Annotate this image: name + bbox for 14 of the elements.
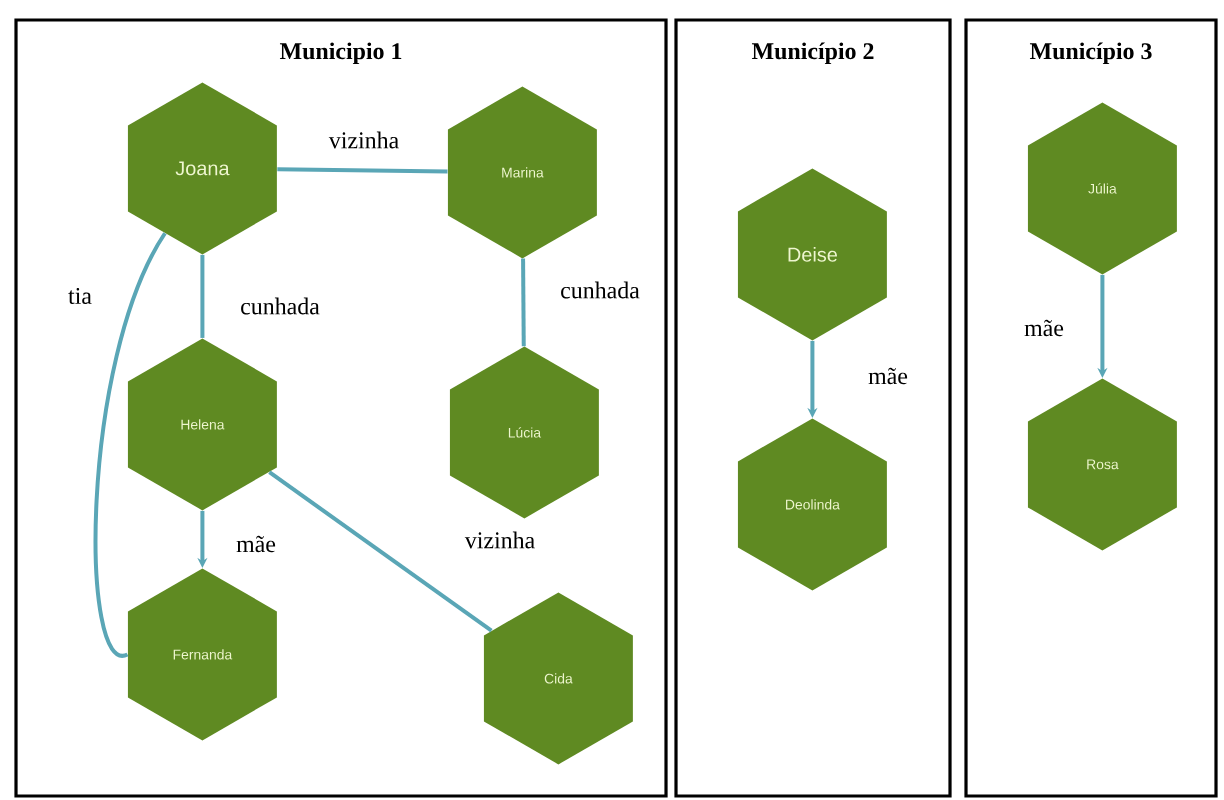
edge-label: cunhada bbox=[238, 295, 322, 317]
connector bbox=[521, 258, 526, 347]
connector bbox=[268, 470, 493, 633]
edge-label: cunhada bbox=[558, 279, 642, 301]
edge-label: tia bbox=[66, 286, 94, 307]
connector bbox=[200, 254, 205, 338]
edge-label: vizinha bbox=[326, 129, 402, 151]
hexagon-node: Deise bbox=[737, 168, 887, 341]
connector bbox=[277, 167, 448, 174]
edge-label: mãe bbox=[1022, 317, 1066, 339]
edge-label: mãe bbox=[866, 365, 910, 387]
edge-label: vizinha bbox=[462, 529, 538, 551]
edge-label: mãe bbox=[234, 533, 278, 555]
hexagon-node: Joana bbox=[127, 82, 277, 255]
